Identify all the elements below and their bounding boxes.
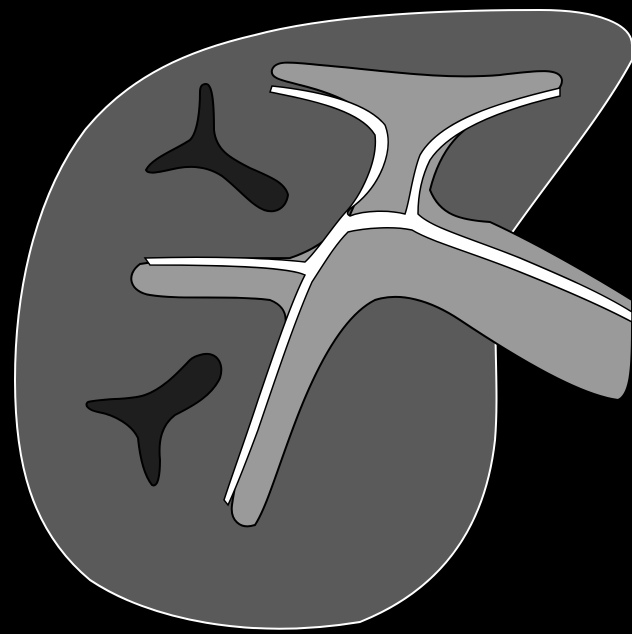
- diagram-canvas: [0, 0, 632, 634]
